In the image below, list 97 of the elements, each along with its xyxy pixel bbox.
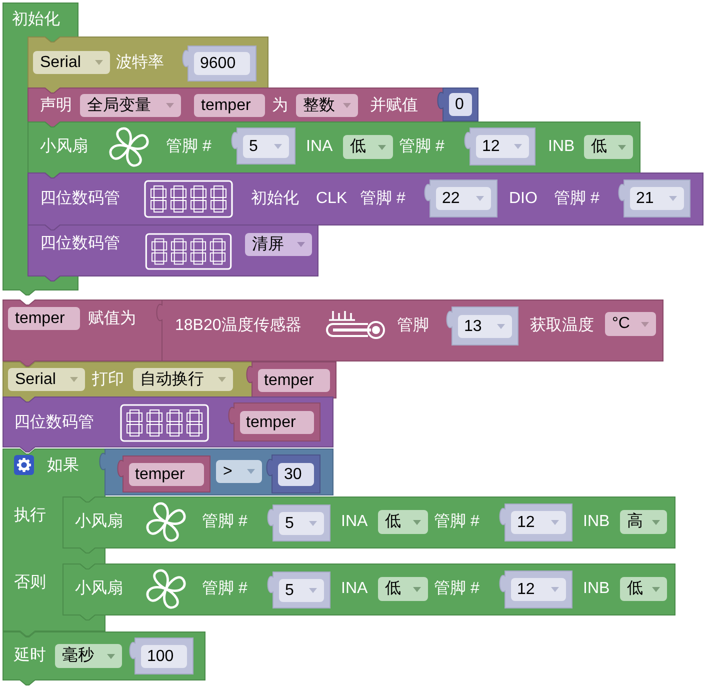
block-label: 管脚 # (166, 137, 212, 157)
block-label: 获取温度 (530, 316, 594, 336)
number-field: 5 (279, 512, 324, 535)
number-field: 12 (476, 135, 529, 158)
dropdown: > (216, 460, 262, 483)
dropdown: Serial (8, 368, 85, 391)
block-label: DIO (509, 189, 538, 209)
block-label: 管脚 # (434, 512, 480, 532)
block-label: 管脚 # (202, 512, 248, 532)
block-label: 管脚 # (434, 579, 480, 599)
code-block (3, 632, 205, 685)
number-block (423, 180, 497, 217)
block-label: INA (341, 512, 368, 532)
number-block (463, 128, 535, 165)
number-block (265, 455, 320, 493)
code-block (63, 564, 675, 620)
variable-block (245, 362, 336, 398)
text-field: temper (129, 463, 204, 486)
block-label: INA (306, 137, 333, 157)
number-field: 12 (511, 578, 566, 601)
dropdown: 整数 (296, 94, 358, 117)
block-label: 小风扇 (40, 136, 88, 157)
code-block (28, 122, 640, 178)
block-label: 四位数码管 (40, 234, 120, 254)
number-field: 30 (278, 463, 314, 486)
block-label: 为 (272, 96, 288, 116)
text-field: temper (194, 94, 265, 117)
code-block (28, 173, 703, 230)
block-label: INB (583, 512, 610, 532)
variable-block (116, 456, 210, 492)
number-block (445, 307, 518, 345)
number-field: 22 (436, 187, 491, 210)
block-label: 打印 (92, 370, 124, 390)
block-label: 执行 (14, 506, 46, 526)
number-block (181, 46, 256, 81)
dropdown: 低 (620, 577, 667, 601)
text-field: temper (240, 411, 314, 434)
value-block (98, 449, 333, 495)
code-block (63, 497, 675, 553)
dropdown: 全局变量 (80, 94, 181, 117)
number-field: 12 (511, 511, 566, 534)
dropdown: 自动换行 (133, 368, 233, 391)
code-block (3, 300, 162, 366)
number-block (498, 504, 572, 541)
block-label: 四位数码管 (40, 189, 120, 209)
code-block (3, 397, 333, 452)
block-label: 四位数码管 (14, 413, 94, 433)
dropdown: Serial (33, 51, 110, 74)
block-label: 并赋值 (370, 96, 418, 116)
block-label: 初始化 (12, 10, 60, 30)
number-block (266, 505, 330, 541)
block-label: 如果 (47, 456, 79, 476)
number-field: 13 (458, 315, 512, 338)
number-field: 5 (243, 135, 289, 158)
dropdown: 低 (378, 510, 428, 534)
dropdown: °C (605, 312, 656, 336)
number-field: 0 (449, 93, 472, 116)
dropdown: 毫秒 (55, 644, 122, 668)
number-block (128, 638, 193, 674)
dropdown: 低 (584, 135, 633, 159)
dropdown: 高 (620, 510, 667, 534)
block-label: 管脚 # (202, 579, 248, 599)
block-label: 声明 (40, 96, 72, 116)
block-label: 赋值为 (88, 308, 136, 329)
code-block (28, 225, 318, 281)
variable-block (227, 403, 320, 441)
block-label: INB (583, 579, 610, 599)
number-block (230, 128, 295, 164)
block-label: CLK (316, 189, 348, 209)
block-label: 管脚 # (399, 137, 444, 157)
block-label: 管脚 # (360, 189, 406, 209)
dropdown: 低 (378, 577, 428, 601)
number-block (498, 571, 572, 608)
dropdown: 低 (343, 135, 393, 159)
number-block (266, 572, 330, 608)
block-label: 小风扇 (75, 512, 123, 532)
block-label: 管脚 # (554, 189, 600, 209)
text-field: temper (258, 369, 330, 392)
block-label: 波特率 (116, 52, 164, 73)
text-field: temper (8, 307, 80, 330)
number-block (436, 88, 478, 121)
block-label: 初始化 (251, 188, 299, 209)
block-label: 延时 (14, 646, 46, 666)
block-label: 管脚 (397, 316, 429, 336)
block-label: 小风扇 (75, 578, 123, 599)
block-label: 否则 (14, 573, 46, 593)
code-block (28, 37, 268, 93)
block-label: INB (548, 137, 575, 157)
block-label: INA (341, 579, 368, 599)
number-block (617, 180, 690, 217)
number-field: 9600 (194, 52, 250, 75)
number-field: 100 (141, 645, 187, 668)
number-field: 5 (279, 579, 324, 602)
block-label: 18B20温度传感器 (175, 316, 302, 336)
dropdown: 清屏 (245, 233, 312, 256)
container-block (3, 449, 105, 636)
number-field: 21 (630, 187, 684, 210)
